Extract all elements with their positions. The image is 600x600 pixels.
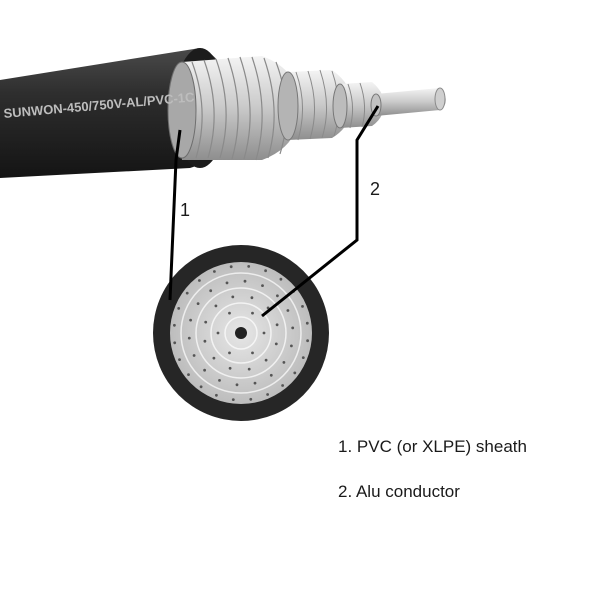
strand-gap <box>305 321 309 325</box>
strand-rings <box>173 265 309 401</box>
strand-gap <box>276 294 279 298</box>
strand-gap <box>209 289 213 293</box>
strand-gap <box>198 279 201 282</box>
strand-gap <box>281 384 284 387</box>
strand-gap <box>264 269 267 273</box>
center-wire <box>370 87 446 117</box>
strand-gap <box>173 323 176 327</box>
strand-gap <box>196 302 200 305</box>
strand-gap <box>274 342 278 346</box>
strand-gap <box>266 393 269 396</box>
strand-ring <box>180 272 302 394</box>
strand-gap <box>178 358 181 361</box>
leader-line-2 <box>261 105 380 318</box>
strand-gap <box>243 279 247 283</box>
leader-line-1 <box>168 129 182 301</box>
cable-3d-view: SUNWON-450/750V-AL/PVC-1C <box>0 48 446 178</box>
strand-gap <box>212 356 216 360</box>
strand-gap <box>264 358 268 362</box>
strand-gap <box>228 311 231 315</box>
strand-gap <box>216 331 220 335</box>
strand-gap <box>235 383 239 387</box>
strand-ring <box>210 302 272 364</box>
strand-gap <box>228 366 232 370</box>
strand-gap <box>261 284 264 287</box>
strand-gap <box>301 305 304 308</box>
legend-item-sheath: 1. PVC (or XLPE) sheath <box>338 437 527 456</box>
strand-gap <box>215 393 218 397</box>
strand-gap <box>291 326 295 330</box>
strand-gap <box>250 296 254 300</box>
strand-ring <box>224 316 258 350</box>
leader-lines <box>168 105 380 318</box>
strand-gap <box>247 265 251 268</box>
strand-gap <box>177 307 181 310</box>
strand-gap <box>253 381 257 385</box>
strand-gap <box>199 385 203 389</box>
strand-gap <box>189 318 193 322</box>
strand-gap <box>266 306 270 310</box>
strand-ring <box>195 287 287 379</box>
strand-gap <box>306 339 309 343</box>
strand-gap <box>301 356 305 359</box>
strand-gap <box>247 367 251 371</box>
strand-gap <box>229 265 233 269</box>
strand-gap <box>204 320 208 324</box>
strand-gap <box>187 373 190 376</box>
strand-gap <box>218 379 221 382</box>
strand-gap <box>251 351 254 355</box>
strand-gap <box>249 397 253 401</box>
strand-gap <box>225 281 229 285</box>
strand-gap <box>203 368 207 372</box>
strand-gap <box>185 291 189 295</box>
strand-gap <box>269 373 273 377</box>
strand-gap <box>214 304 218 308</box>
strand-gap <box>251 311 254 315</box>
strand-gap <box>282 361 286 364</box>
strand-gap <box>187 336 191 340</box>
strand-gap <box>231 295 235 299</box>
strand-gap <box>290 344 293 348</box>
legend-item-conductor: 2. Alu conductor <box>338 482 460 501</box>
strand-gap <box>228 351 231 355</box>
strand-gap <box>173 341 177 345</box>
strand-gap <box>231 398 235 401</box>
strand-gap <box>286 309 290 312</box>
cable-cross-section <box>153 245 329 421</box>
strand-gap <box>275 323 279 327</box>
strand-gap <box>262 331 266 335</box>
callout-number-1: 1 <box>180 200 190 220</box>
strand-gap <box>279 277 283 281</box>
callout-number-2: 2 <box>370 179 380 199</box>
cross-section-center <box>235 327 247 339</box>
strand-gap <box>203 339 207 343</box>
strand-gap <box>293 371 297 375</box>
strand-gap <box>213 270 216 273</box>
strand-gap <box>192 354 196 357</box>
